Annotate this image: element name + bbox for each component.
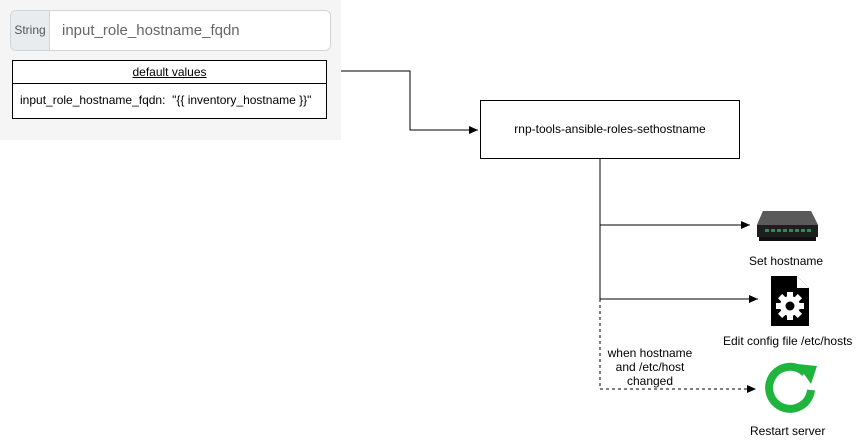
set-hostname-label: Set hostname [749,254,824,268]
edit-config-label: Edit config file /etc/hosts [723,334,853,348]
default-value-row: input_role_hostname_fqdn: "{{ inventory_… [20,93,312,107]
role-node[interactable]: rnp-tools-ansible-roles-sethostname [480,100,740,159]
input-to-role-connector [341,70,478,134]
default-values-table: default values input_role_hostname_fqdn:… [12,60,327,119]
conditional-restart-connector [599,299,756,393]
edge-label-line-2: and /etc/host [615,360,685,374]
input-panel: String default values input_role_hostnam… [0,0,341,140]
string-input-group: String [10,10,331,51]
edge-label-line-3: changed [626,374,674,388]
hostname-input[interactable] [50,11,330,50]
restart-icon [765,362,817,413]
edge-label-line-1: when hostname [607,346,693,360]
default-values-header: default values [13,61,326,84]
network-switch-icon [757,211,818,241]
role-to-edit-config-connector [599,225,758,303]
conditional-edge-label: when hostname and /etc/host changed [603,346,697,388]
input-type-prefix: String [11,11,50,50]
restart-server-label: Restart server [750,424,826,438]
role-to-set-hostname-connector [599,159,750,229]
config-file-gear-icon [771,276,809,326]
